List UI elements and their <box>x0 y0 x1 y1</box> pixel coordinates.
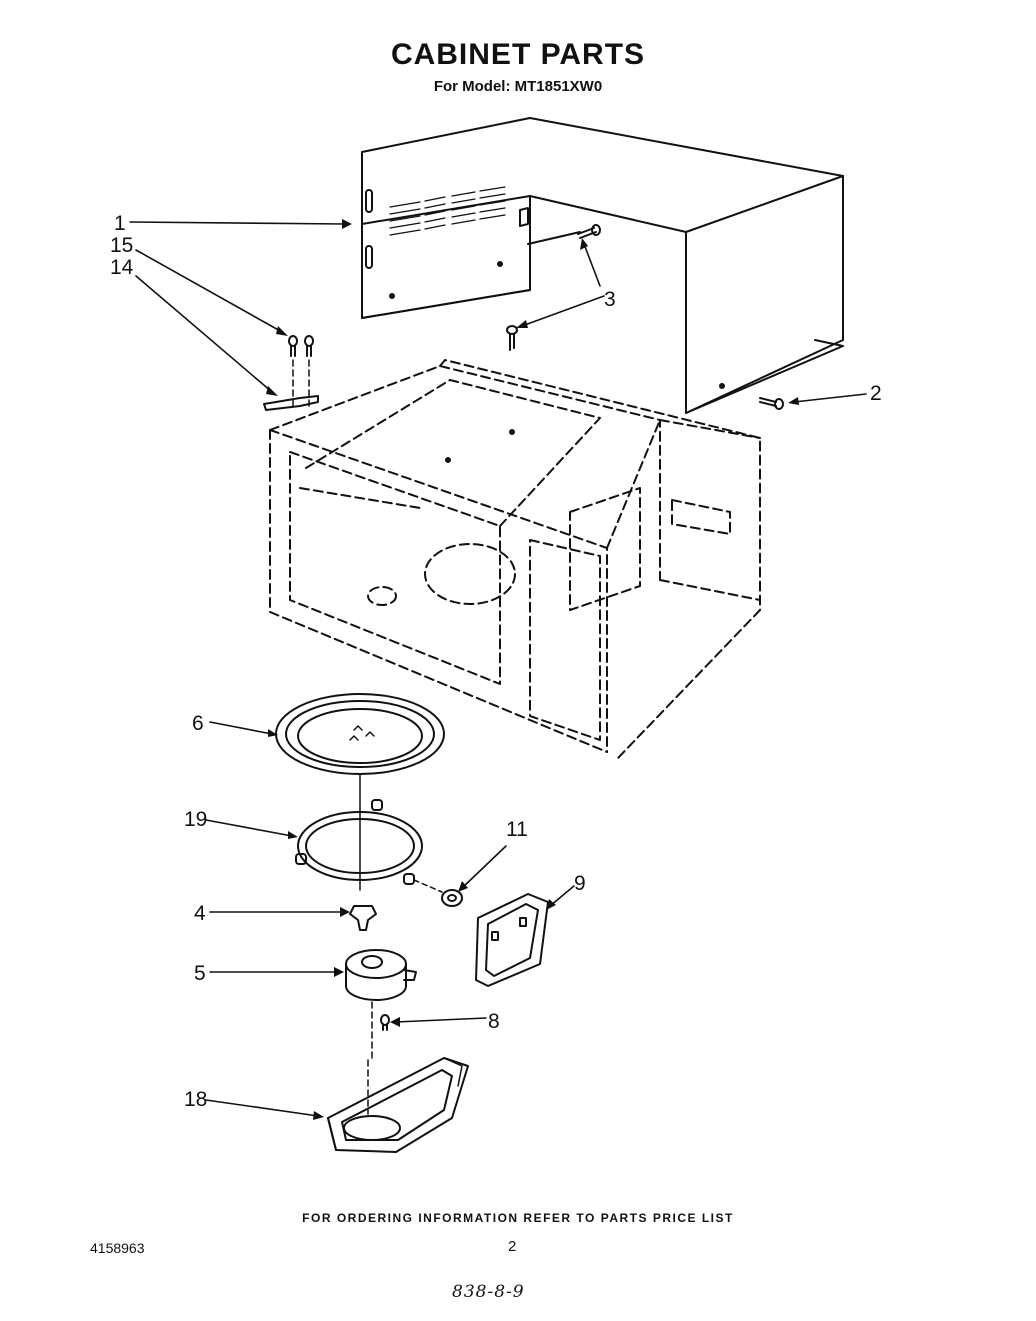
handwritten-code: 838-8-9 <box>452 1282 525 1302</box>
ordering-note: FOR ORDERING INFORMATION REFER TO PARTS … <box>302 1211 734 1225</box>
glass-turntable-tray-part-6 <box>275 693 445 775</box>
microwave-chassis-outline <box>269 359 761 759</box>
outer-cabinet-wrapper <box>361 117 844 414</box>
roller-part-11 <box>413 879 463 907</box>
screw-part-3-upper <box>577 224 601 239</box>
cover-plate-part-9 <box>475 893 549 987</box>
screw-part-3-lower <box>506 325 518 351</box>
callout-leader-lines <box>129 221 867 1117</box>
callout-5: 5 <box>194 962 206 985</box>
bracket-part-14 <box>263 395 319 411</box>
callout-14: 14 <box>110 256 134 279</box>
roller-ring-part-19 <box>295 773 423 891</box>
model-subtitle: For Model: MT1851XW0 <box>433 78 603 95</box>
callout-4: 4 <box>194 902 206 925</box>
callout-1: 1 <box>114 212 126 235</box>
callout-11: 11 <box>506 818 528 841</box>
callout-18: 18 <box>184 1088 207 1111</box>
coupler-part-4 <box>349 905 377 931</box>
callout-9: 9 <box>574 872 586 895</box>
screws-part-15 <box>288 335 314 411</box>
turntable-motor-part-5 <box>345 949 417 1001</box>
callout-19: 19 <box>184 808 207 831</box>
callout-8: 8 <box>488 1010 500 1033</box>
screw-part-2 <box>759 397 784 410</box>
screw-part-8 <box>367 1001 390 1115</box>
motor-cover-part-18 <box>327 1057 469 1153</box>
page-title: CABINET PARTS <box>390 38 646 71</box>
page-number: 2 <box>508 1238 517 1255</box>
callout-3: 3 <box>604 288 616 311</box>
document-number: 4158963 <box>90 1240 145 1256</box>
callout-6: 6 <box>192 712 204 735</box>
callout-arrowheads <box>266 219 799 1120</box>
callout-15: 15 <box>110 234 133 257</box>
callout-2: 2 <box>870 382 882 405</box>
